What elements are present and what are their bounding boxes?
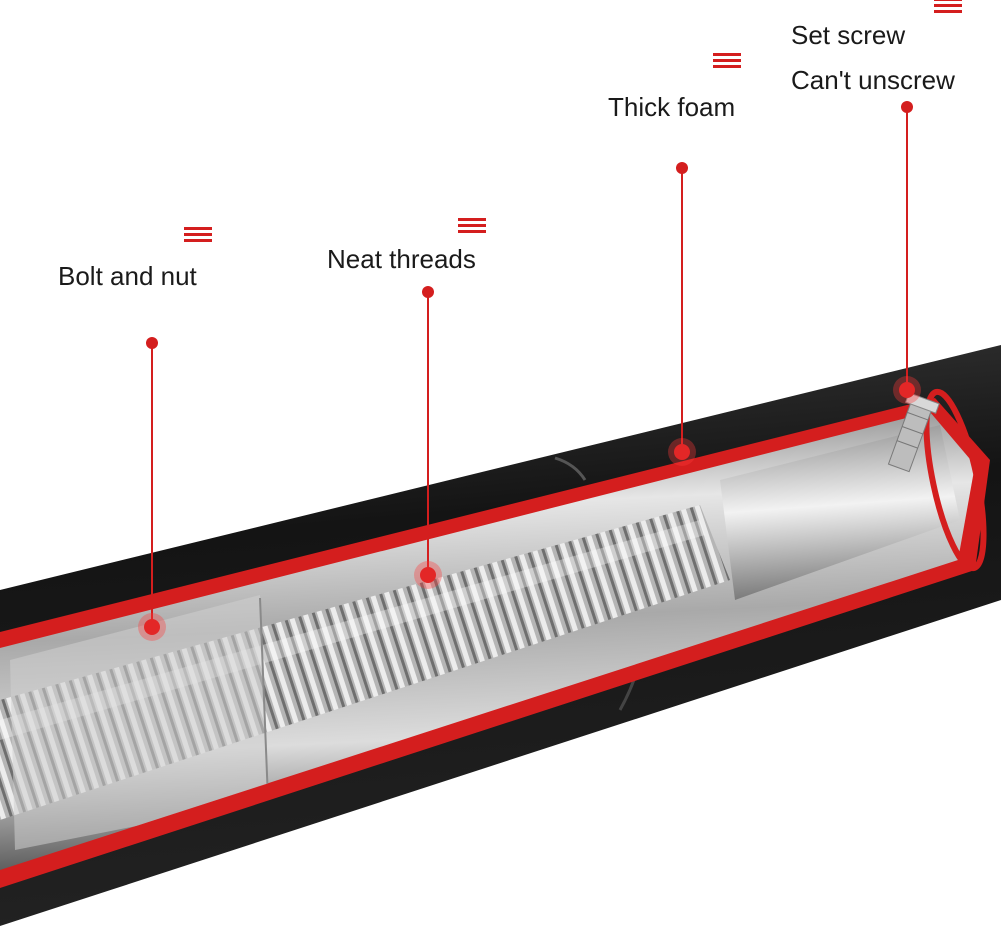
foam-seam (554, 456, 587, 481)
callout-label-bolt-and-nut: Bolt and nut (58, 263, 197, 289)
hamburger-menu-icon (184, 227, 212, 243)
set-screw (887, 392, 940, 473)
callout-dot-end (899, 382, 915, 398)
end-face (923, 388, 987, 572)
callout-label-cant-unscrew: Can't unscrew (791, 67, 955, 93)
callout-dot-top (422, 286, 434, 298)
callout-dot-end (144, 619, 160, 635)
callout-dot-end (674, 444, 690, 460)
hamburger-menu-icon (934, 0, 962, 14)
callout-text: Set screw (791, 20, 906, 50)
callout-label-thick-foam: Thick foam (608, 94, 735, 120)
callout-dot-top (676, 162, 688, 174)
callout-dot-top (901, 101, 913, 113)
callout-text: Can't unscrew (791, 65, 955, 95)
callout-text: Bolt and nut (58, 261, 197, 291)
callout-dot-top (146, 337, 158, 349)
callout-label-set-screw: Set screw (791, 22, 905, 48)
hamburger-menu-icon (458, 218, 486, 234)
callout-text: Neat threads (327, 244, 476, 274)
callout-label-neat-threads: Neat threads (327, 246, 476, 272)
callout-leaders (138, 101, 921, 641)
nut-block (10, 595, 268, 850)
hamburger-menu-icon (713, 53, 741, 69)
callout-text: Thick foam (608, 92, 736, 122)
callout-dot-end (420, 567, 436, 583)
